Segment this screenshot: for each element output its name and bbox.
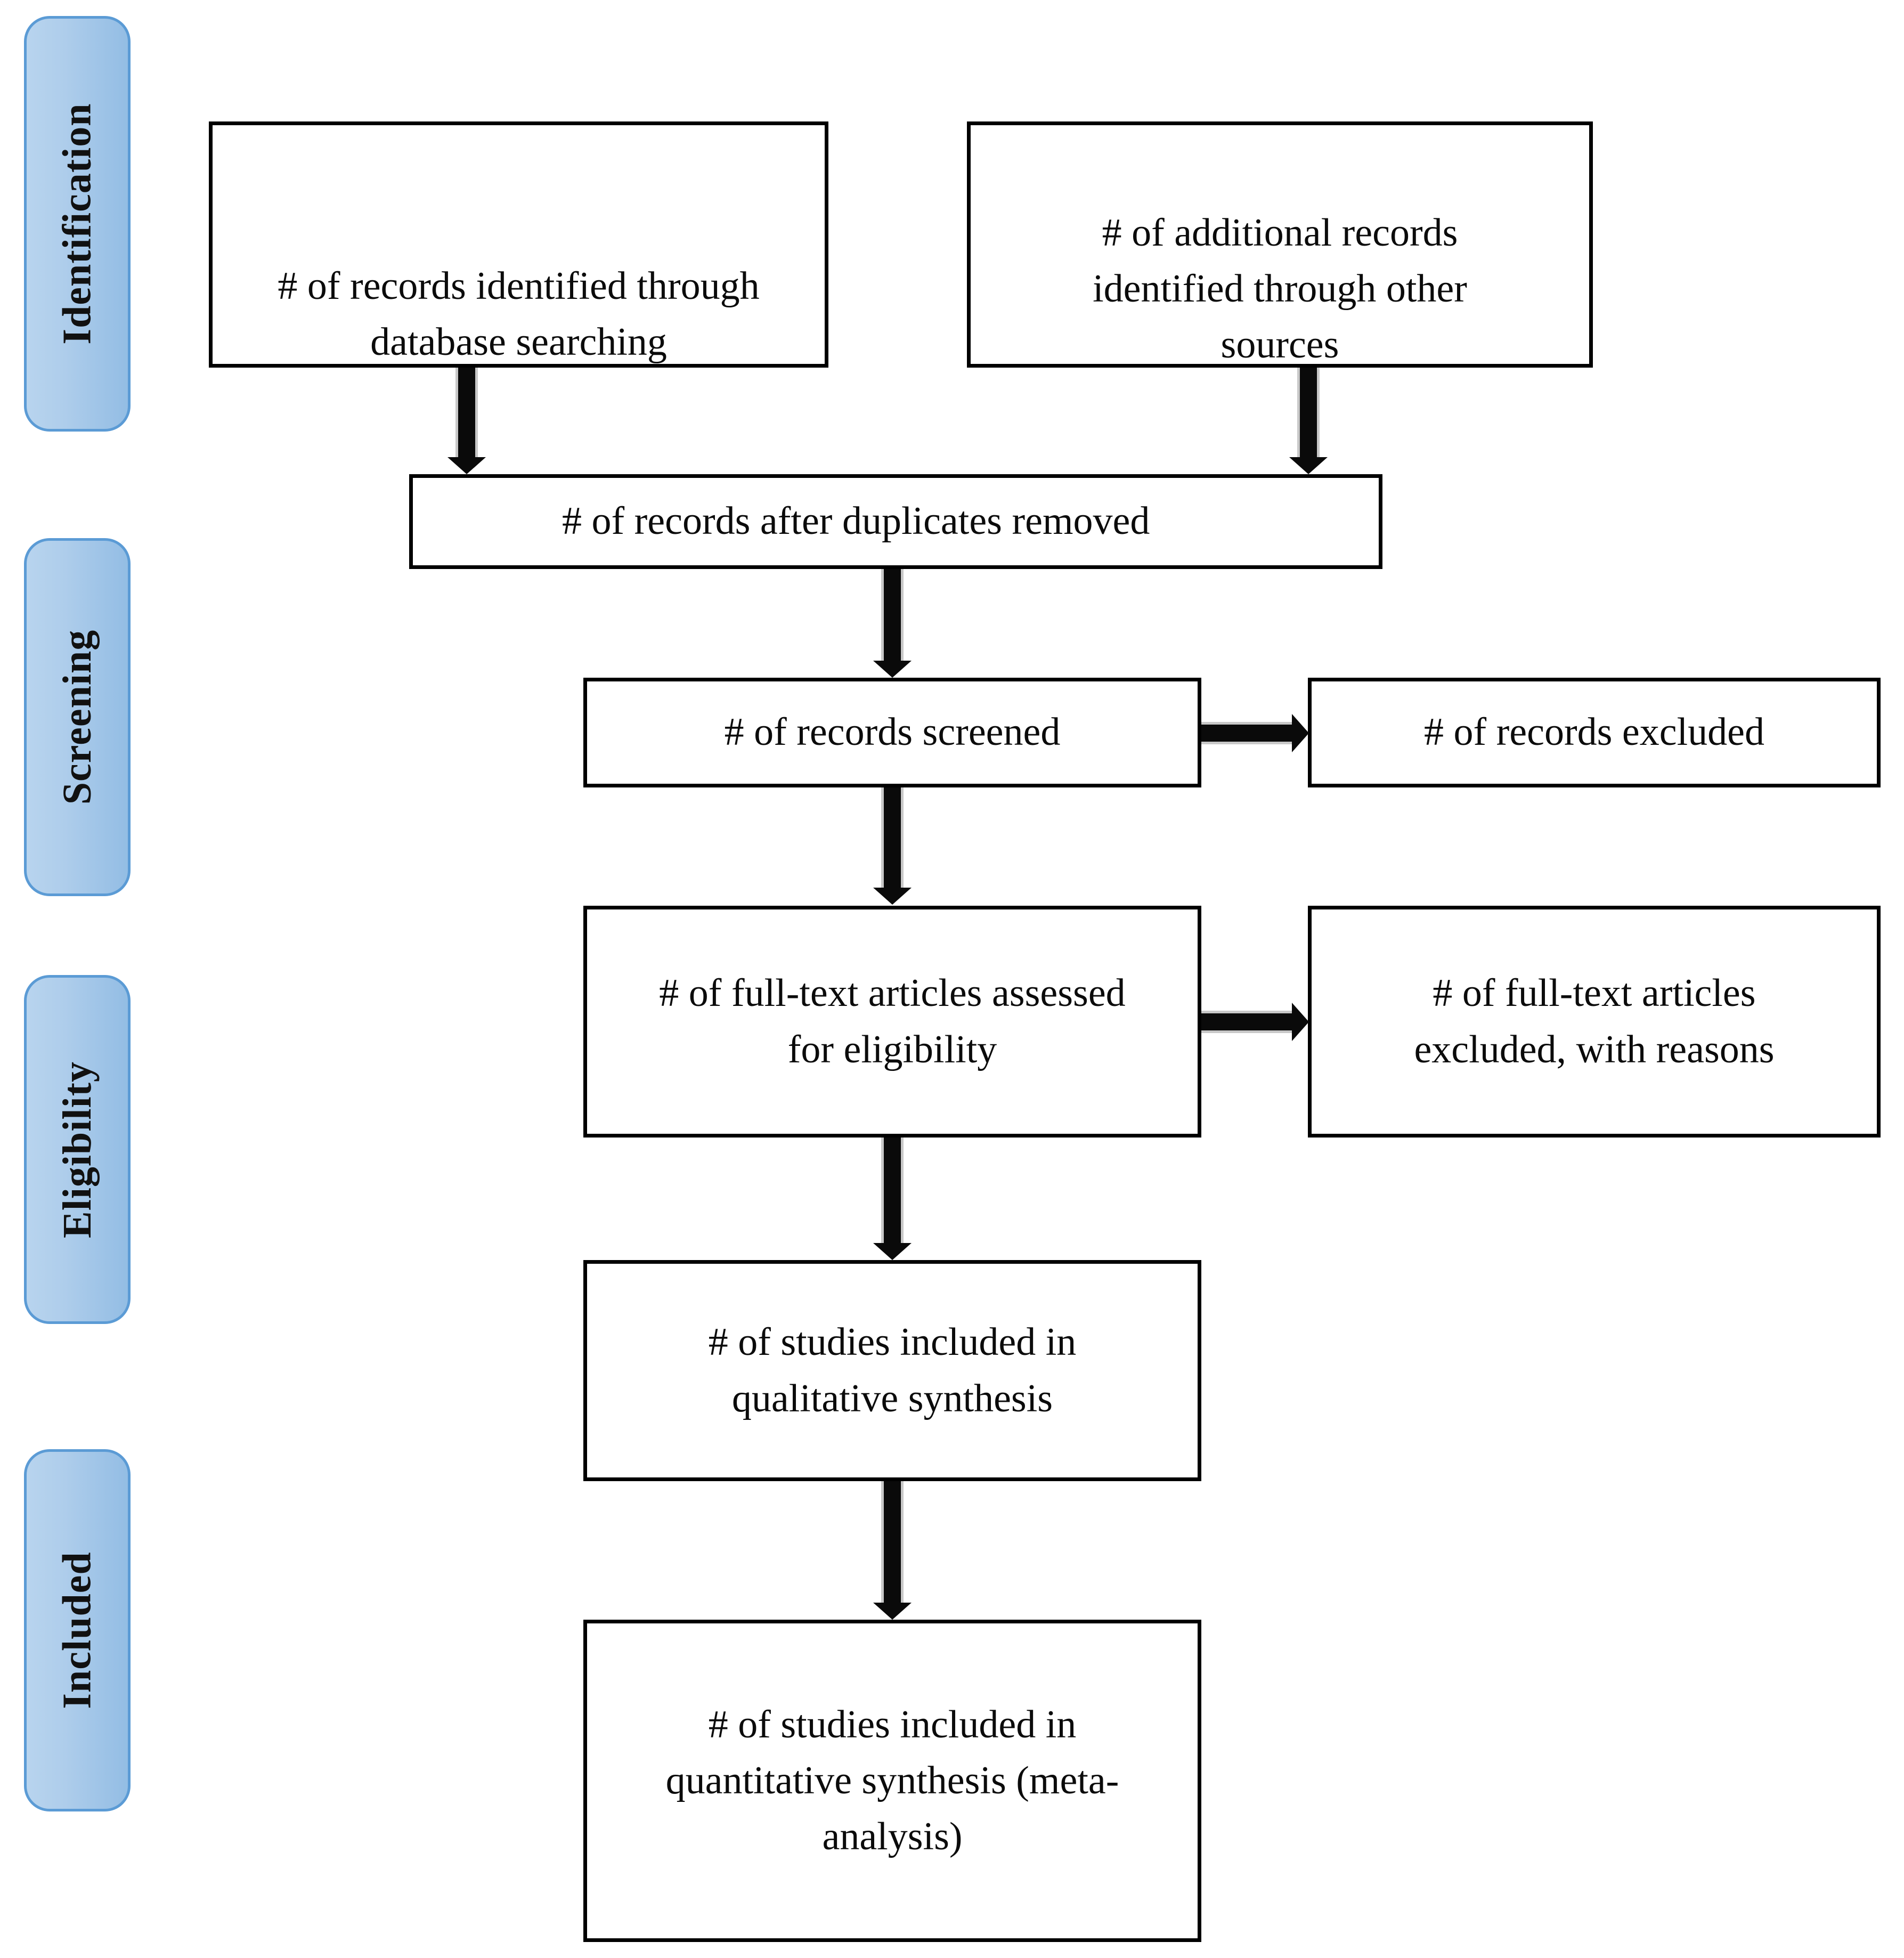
arrow-fulltext-to-qualitative xyxy=(873,1138,912,1260)
arrow-screened-to-excluded xyxy=(1201,714,1309,752)
box-fulltext-excluded-text: # of full-text articles excluded, with r… xyxy=(1414,971,1775,1071)
arrow-identified-to-duplicates xyxy=(447,368,486,474)
box-records-excluded: # of records excluded xyxy=(1308,678,1881,787)
arrowhead-down-icon xyxy=(873,1243,912,1260)
arrowhead-down-icon xyxy=(1289,457,1328,474)
box-fulltext-assessed-text: # of full-text articles assessed for eli… xyxy=(659,971,1126,1071)
box-qualitative-synthesis-text: # of studies included in qualitative syn… xyxy=(708,1320,1077,1420)
arrowhead-down-icon xyxy=(873,888,912,905)
arrowhead-right-icon xyxy=(1292,1003,1309,1041)
arrow-duplicates-to-screened xyxy=(873,569,912,678)
arrowhead-down-icon xyxy=(873,1603,912,1620)
box-records-screened-text: # of records screened xyxy=(724,710,1061,754)
arrow-screened-to-fulltext xyxy=(873,787,912,905)
phase-pill-identification: Identification xyxy=(24,16,131,432)
box-quantitative-synthesis-text: # of studies included in quantitative sy… xyxy=(665,1702,1119,1859)
box-records-excluded-text: # of records excluded xyxy=(1423,710,1764,754)
arrowhead-down-icon xyxy=(447,457,486,474)
box-records-screened: # of records screened xyxy=(583,678,1201,787)
box-qualitative-synthesis: # of studies included in qualitative syn… xyxy=(583,1260,1201,1481)
box-additional-records: # of additional records identified throu… xyxy=(967,121,1593,368)
arrowhead-right-icon xyxy=(1292,714,1309,752)
box-fulltext-excluded: # of full-text articles excluded, with r… xyxy=(1308,906,1881,1138)
phase-label-identification: Identification xyxy=(55,103,100,345)
box-duplicates-removed-text: # of records after duplicates removed xyxy=(562,499,1150,543)
arrow-qualitative-to-quantitative xyxy=(873,1481,912,1620)
box-quantitative-synthesis: # of studies included in quantitative sy… xyxy=(583,1620,1201,1942)
arrow-additional-to-duplicates xyxy=(1289,368,1328,474)
box-additional-records-text: # of additional records identified throu… xyxy=(1093,211,1467,367)
phase-label-screening: Screening xyxy=(55,629,100,805)
phase-pill-included: Included xyxy=(24,1449,131,1811)
box-records-identified-text: # of records identified through database… xyxy=(278,264,760,364)
box-records-identified: # of records identified through database… xyxy=(209,121,828,368)
box-fulltext-assessed: # of full-text articles assessed for eli… xyxy=(583,906,1201,1138)
phase-label-included: Included xyxy=(55,1551,100,1709)
arrow-fulltext-to-excluded xyxy=(1201,1003,1309,1041)
phase-label-eligibility: Eligibility xyxy=(55,1061,100,1238)
phase-pill-eligibility: Eligibility xyxy=(24,975,131,1324)
arrowhead-down-icon xyxy=(873,661,912,678)
phase-pill-screening: Screening xyxy=(24,538,131,896)
box-duplicates-removed: # of records after duplicates removed xyxy=(409,474,1382,569)
